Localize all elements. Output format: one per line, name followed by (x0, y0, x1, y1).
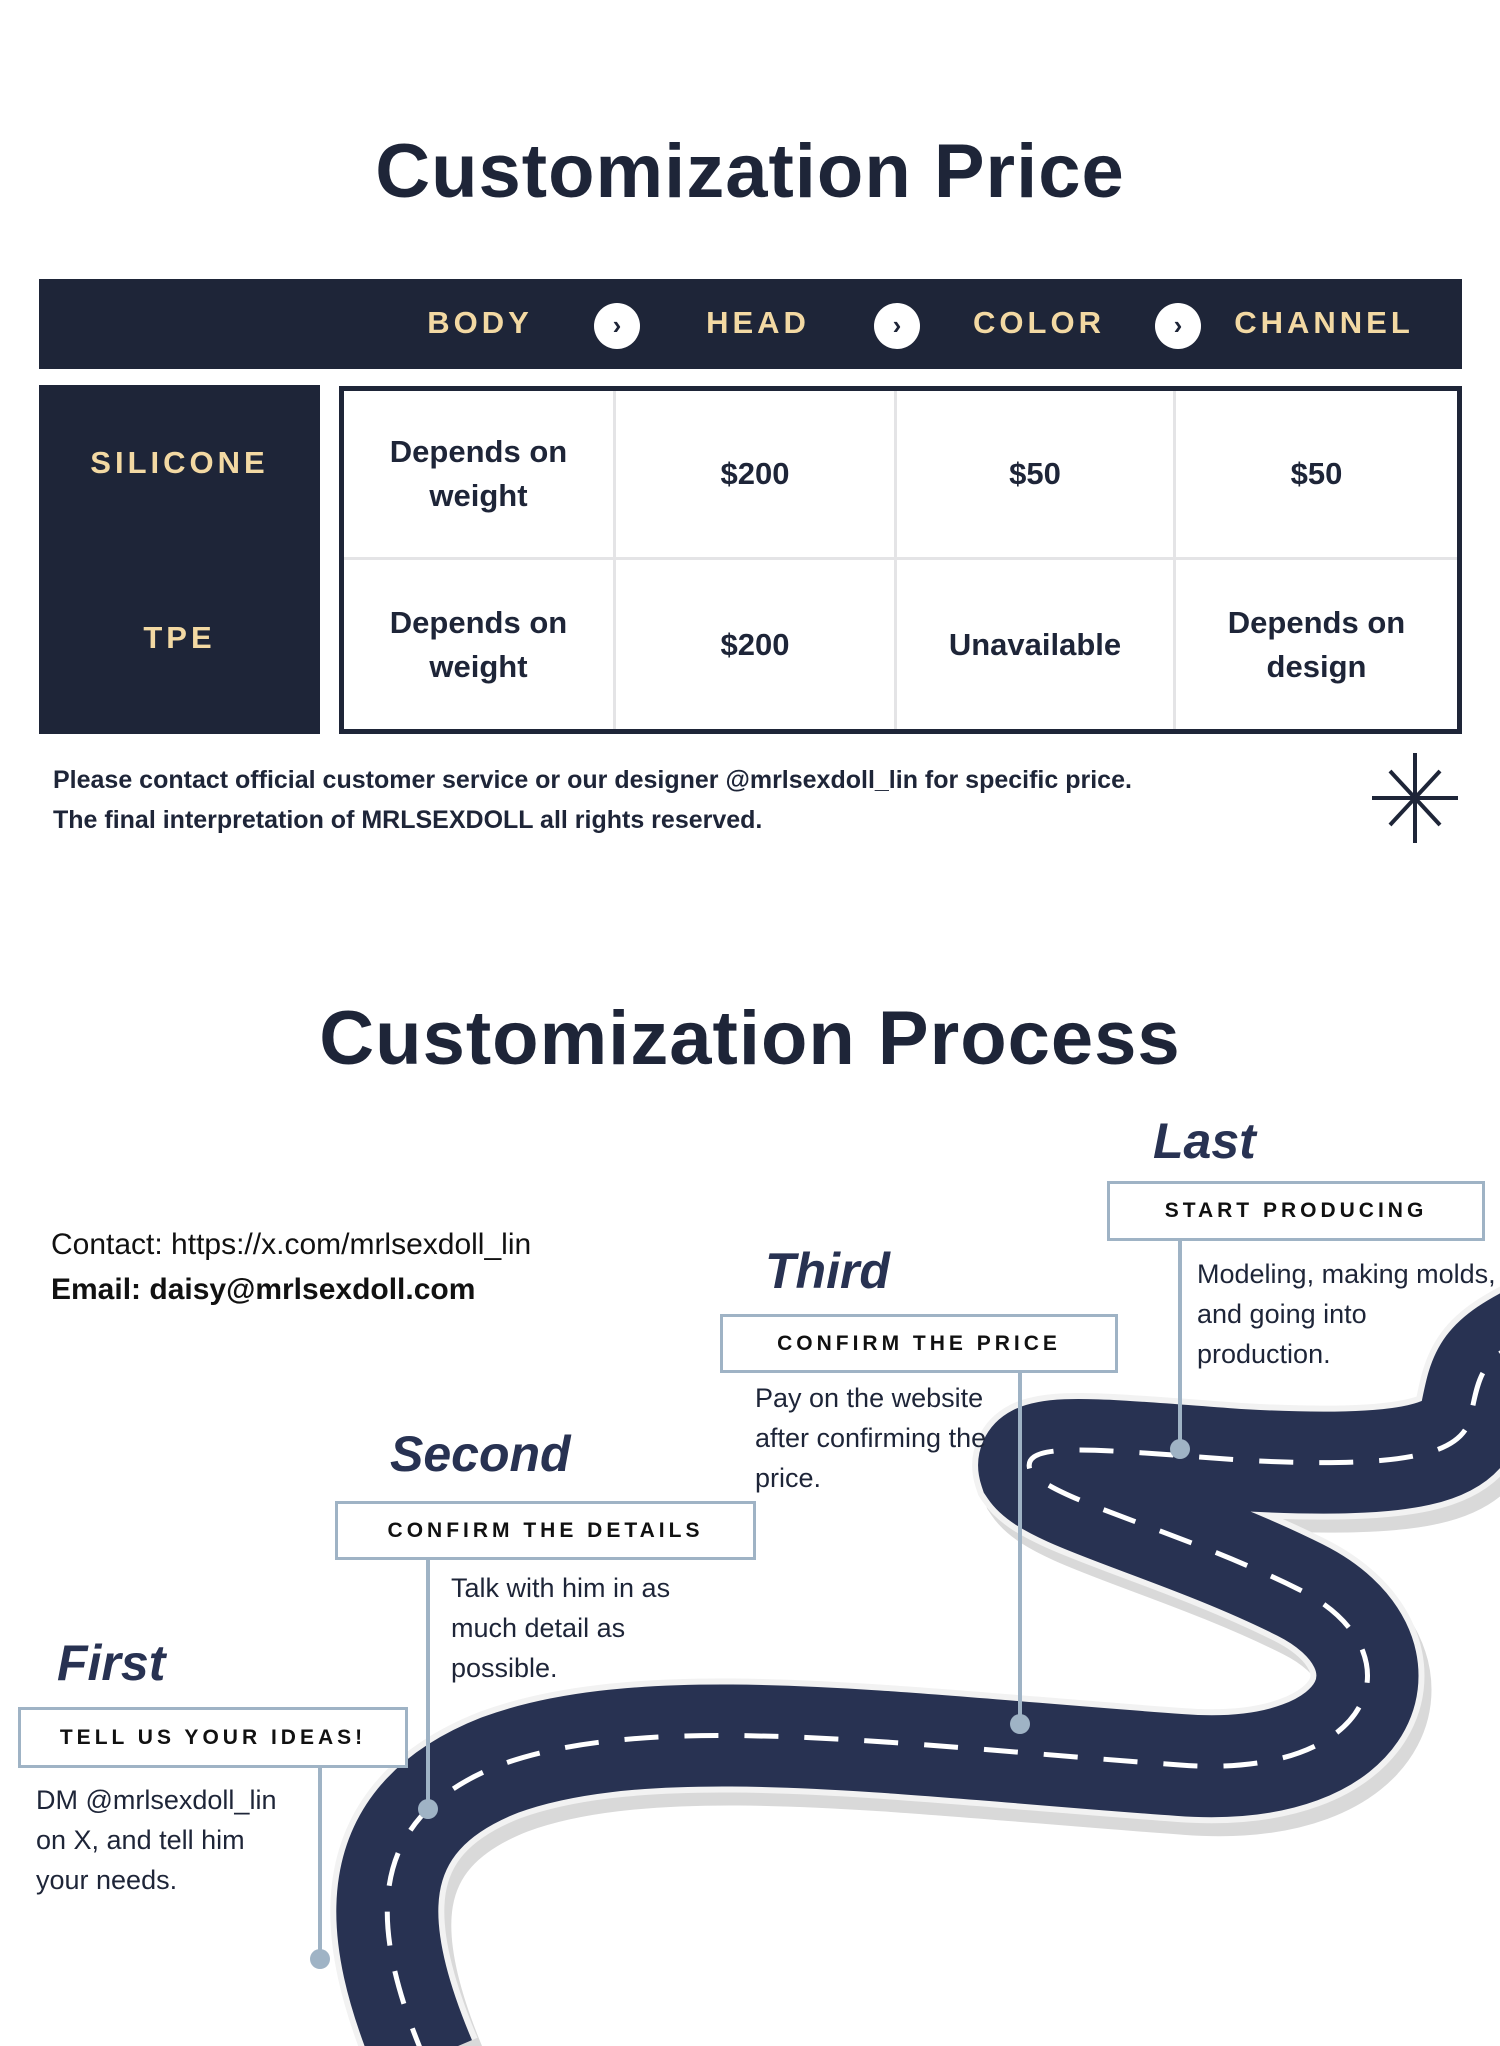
cell-silicone-channel: $50 (1176, 391, 1457, 560)
price-table: Depends on weight $200 $50 $50 Depends o… (339, 386, 1462, 734)
row-label-tpe: TPE (143, 620, 216, 655)
process-title: Customization Process (319, 996, 1181, 1081)
price-note-line1: Please contact official customer service… (53, 766, 1132, 794)
step-desc-second: Talk with him in as much detail as possi… (451, 1573, 671, 1683)
callout-line (1178, 1241, 1182, 1449)
step-label-third: Third (765, 1243, 890, 1299)
step-heading-last: START PRODUCING (1107, 1181, 1485, 1241)
step-desc-first: DM @mrlsexdoll_lin on X, and tell him yo… (36, 1785, 277, 1895)
road-marker-dot (1010, 1714, 1030, 1734)
road-center-dashes (384, 1350, 1500, 2046)
row-label-silicone: SILICONE (90, 445, 269, 480)
cell-silicone-color: $50 (897, 391, 1176, 560)
cell-tpe-channel: Depends on design (1227, 604, 1406, 684)
column-head: HEAD (706, 305, 810, 340)
callout-line (318, 1768, 322, 1959)
column-body: BODY (427, 305, 533, 340)
road-marker-dot (310, 1949, 330, 1969)
price-header-bar (39, 279, 1462, 369)
column-channel: CHANNEL (1234, 305, 1414, 340)
callout-line (1018, 1373, 1022, 1724)
contact-text: Contact: https://x.com/mrlsexdoll_lin (51, 1228, 532, 1261)
asterisk-star-icon (1372, 753, 1458, 843)
column-color: COLOR (973, 305, 1105, 340)
step-heading-third: CONFIRM THE PRICE (720, 1314, 1118, 1373)
step-heading-second: CONFIRM THE DETAILS (335, 1501, 756, 1560)
price-title: Customization Price (375, 129, 1125, 214)
step-label-first: First (57, 1635, 166, 1691)
callout-line (426, 1560, 430, 1809)
step-label-second: Second (390, 1426, 571, 1482)
step-desc-third: Pay on the website after confirming the … (755, 1383, 987, 1493)
cell-silicone-body: Depends on weight (344, 391, 616, 560)
chevron-right-icon: › (594, 303, 640, 349)
cell-tpe-color: Unavailable (897, 560, 1176, 729)
email-text: Email: daisy@mrlsexdoll.com (51, 1273, 476, 1306)
cell-tpe-head: $200 (616, 560, 897, 729)
step-desc-last: Modeling, making molds, and going into p… (1197, 1259, 1496, 1369)
step-label-last: Last (1153, 1113, 1256, 1169)
price-note-line2: The final interpretation of MRLSEXDOLL a… (53, 806, 763, 834)
cell-tpe-body: Depends on weight (344, 560, 616, 729)
road-marker-dot (1170, 1439, 1190, 1459)
cell-silicone-head: $200 (616, 391, 897, 560)
chevron-right-icon: › (874, 303, 920, 349)
chevron-right-icon: › (1155, 303, 1201, 349)
step-heading-first: TELL US YOUR IDEAS! (18, 1707, 408, 1768)
row-label-panel (39, 385, 320, 734)
road-marker-dot (418, 1799, 438, 1819)
